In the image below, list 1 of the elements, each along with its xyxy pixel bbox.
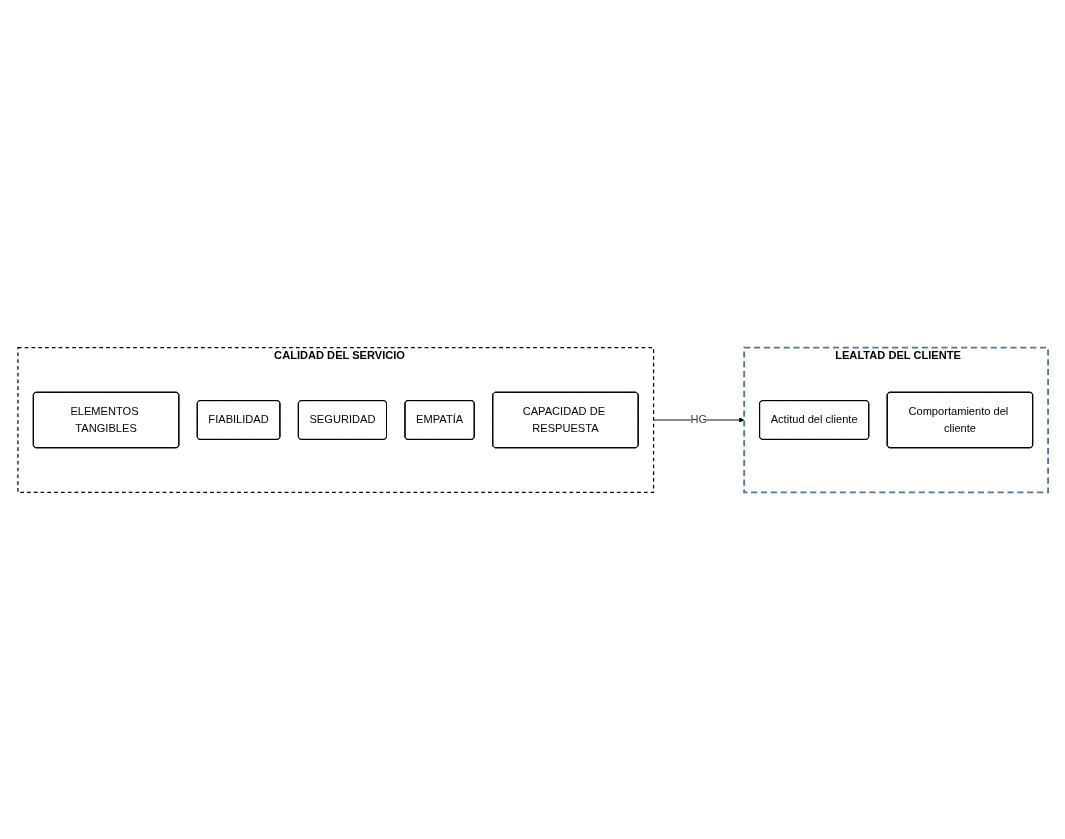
edge-label: HG <box>690 413 707 426</box>
